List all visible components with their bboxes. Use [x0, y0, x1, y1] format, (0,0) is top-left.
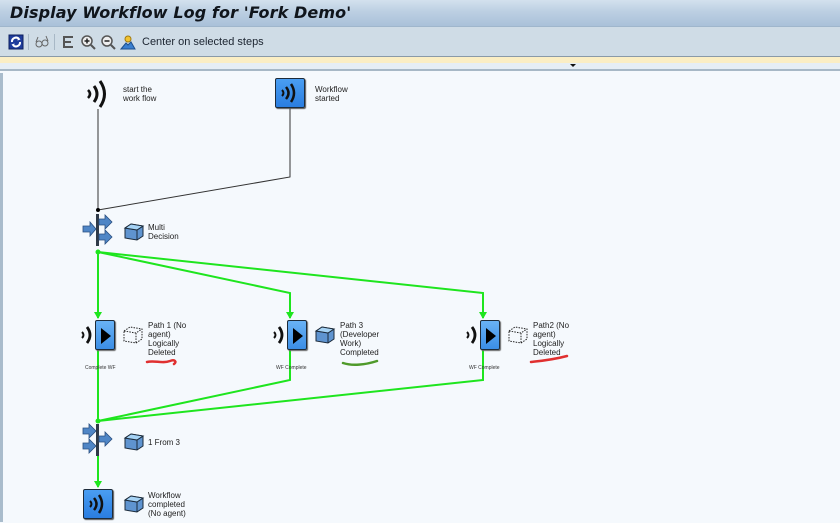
container-empty-icon	[123, 326, 143, 344]
workflow-canvas	[0, 73, 840, 522]
start-event-icon[interactable]	[84, 79, 112, 109]
center-icon	[120, 35, 136, 50]
event-icon	[89, 494, 104, 514]
path2-step-node[interactable]	[480, 320, 500, 350]
zoom-out-button[interactable]	[99, 33, 117, 51]
dropdown-arrow-icon[interactable]	[570, 64, 576, 67]
toolbar-separator	[28, 34, 29, 50]
path2-label: Path2 (No agent) Logically Deleted	[533, 321, 570, 357]
workflow-started-label: Workflow started	[315, 85, 348, 103]
zoom-out-icon	[101, 35, 116, 50]
toolbar-separator	[54, 34, 55, 50]
container-icon	[314, 326, 336, 344]
event-icon	[466, 326, 477, 344]
info-bar	[0, 57, 840, 63]
window-title: Display Workflow Log for 'Fork Demo'	[10, 3, 352, 22]
path3-sub-label: WF Complete	[276, 365, 307, 371]
fork-icon[interactable]	[82, 212, 116, 248]
toolbar: Center on selected steps	[0, 27, 840, 57]
layout-icon	[63, 36, 73, 48]
path1-sub-label: Complete WF	[85, 365, 116, 371]
zoom-in-icon	[81, 35, 96, 50]
sub-bar	[0, 63, 840, 71]
container-icon	[123, 433, 145, 451]
workflow-completed-label: Workflow completed (No agent)	[148, 491, 186, 518]
start-event-label: start the work flow	[123, 85, 157, 103]
multi-decision-label: Multi Decision	[148, 223, 179, 241]
workflow-started-node[interactable]	[275, 78, 305, 108]
zoom-in-button[interactable]	[79, 33, 97, 51]
refresh-icon	[8, 34, 24, 50]
join-label: 1 From 3	[148, 438, 181, 447]
glasses-icon	[35, 35, 49, 48]
path2-sub-label: WF Complete	[469, 365, 500, 371]
center-on-selected-steps-button[interactable]: Center on selected steps	[142, 36, 264, 48]
container-empty-icon	[508, 326, 528, 344]
title-bar: Display Workflow Log for 'Fork Demo'	[0, 0, 840, 27]
container-icon	[123, 223, 145, 241]
container-icon	[123, 495, 145, 513]
event-icon	[273, 326, 284, 344]
event-icon	[81, 326, 92, 344]
path1-step-node[interactable]	[95, 320, 115, 350]
join-icon[interactable]	[82, 423, 116, 457]
path3-label: Path 3 (Developer Work) Completed	[340, 321, 380, 357]
center-button[interactable]	[119, 33, 137, 51]
layout-button[interactable]	[59, 33, 77, 51]
refresh-button[interactable]	[7, 33, 25, 51]
path1-label: Path 1 (No agent) Logically Deleted	[148, 321, 187, 357]
event-icon	[281, 83, 296, 103]
glasses-button[interactable]	[33, 33, 51, 51]
workflow-completed-node[interactable]	[83, 489, 113, 519]
path3-step-node[interactable]	[287, 320, 307, 350]
